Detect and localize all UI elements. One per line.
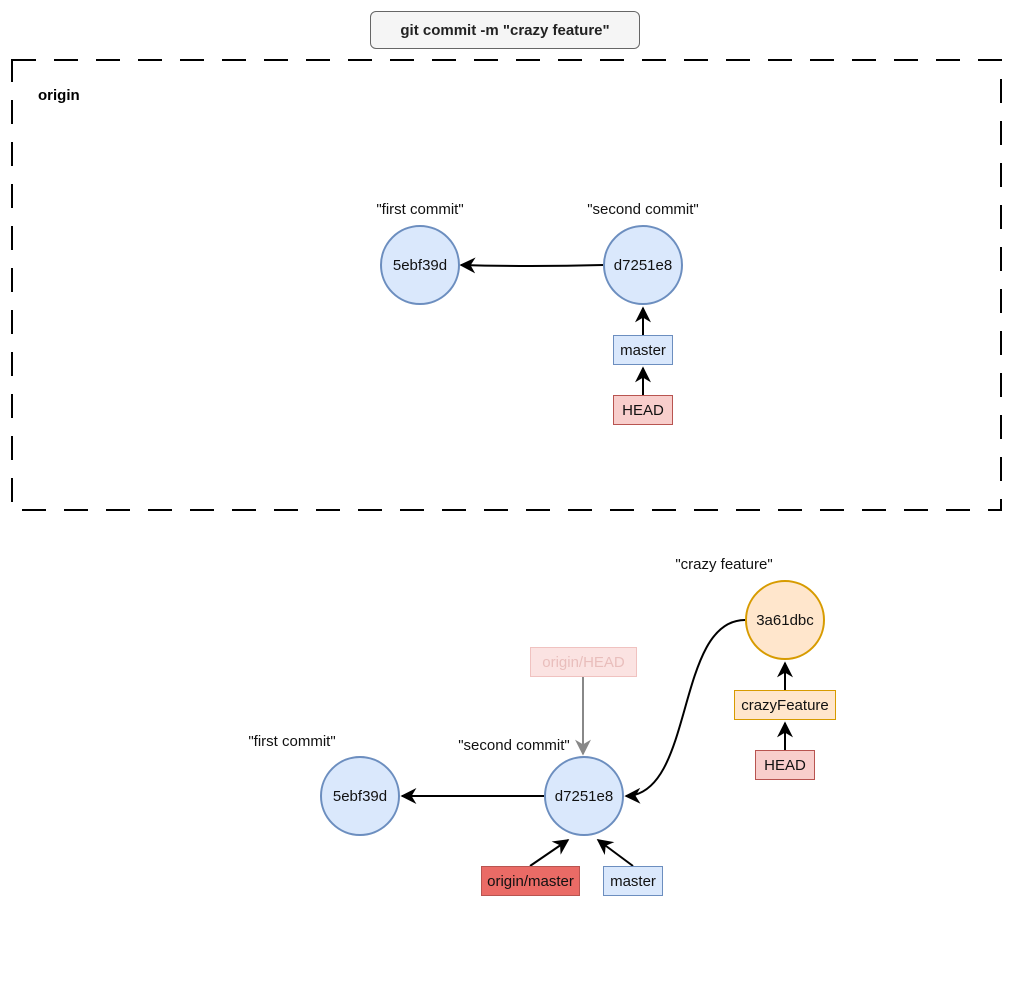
origin-commit-1-message: "first commit" bbox=[376, 201, 464, 218]
local-head-ref[interactable]: HEAD bbox=[755, 750, 815, 780]
origin-commit-2-id: d7251e8 bbox=[613, 256, 673, 274]
crazy-feature-branch-ref[interactable]: crazyFeature bbox=[734, 690, 836, 720]
origin-commit-2-node[interactable]: d7251e8 bbox=[603, 225, 683, 305]
command-label: git commit -m "crazy feature" bbox=[370, 11, 640, 49]
origin-commit-1-id: 5ebf39d bbox=[392, 256, 448, 274]
local-commit-2-id: d7251e8 bbox=[554, 787, 614, 805]
local-commit-3-message: "crazy feature" bbox=[675, 556, 773, 573]
origin-commit-2-message: "second commit" bbox=[587, 201, 699, 218]
master-ref-arrow bbox=[596, 839, 634, 867]
origin-head-ref[interactable]: HEAD bbox=[613, 395, 673, 425]
origin-parent-edge bbox=[459, 257, 604, 274]
origin-region-border bbox=[11, 59, 1002, 511]
feature-parent-edge bbox=[624, 619, 746, 804]
local-commit-2-node[interactable]: d7251e8 bbox=[544, 756, 624, 836]
origin-master-remote-ref[interactable]: origin/master bbox=[481, 866, 580, 896]
origin-region-label: origin bbox=[38, 87, 80, 104]
local-commit-3-id: 3a61dbc bbox=[756, 611, 814, 629]
local-commit-1-node[interactable]: 5ebf39d bbox=[320, 756, 400, 836]
local-commit-2-message: "second commit" bbox=[458, 737, 570, 754]
origin-head-remote-ref[interactable]: origin/HEAD bbox=[530, 647, 637, 677]
local-commit-3-node[interactable]: 3a61dbc bbox=[745, 580, 825, 660]
origin-master-branch-ref[interactable]: master bbox=[613, 335, 673, 365]
local-commit-1-id: 5ebf39d bbox=[332, 787, 388, 805]
origin-commit-1-node[interactable]: 5ebf39d bbox=[380, 225, 460, 305]
local-master-branch-ref[interactable]: master bbox=[603, 866, 663, 896]
origin-master-ref-arrow bbox=[529, 839, 570, 867]
local-commit-1-message: "first commit" bbox=[248, 733, 336, 750]
